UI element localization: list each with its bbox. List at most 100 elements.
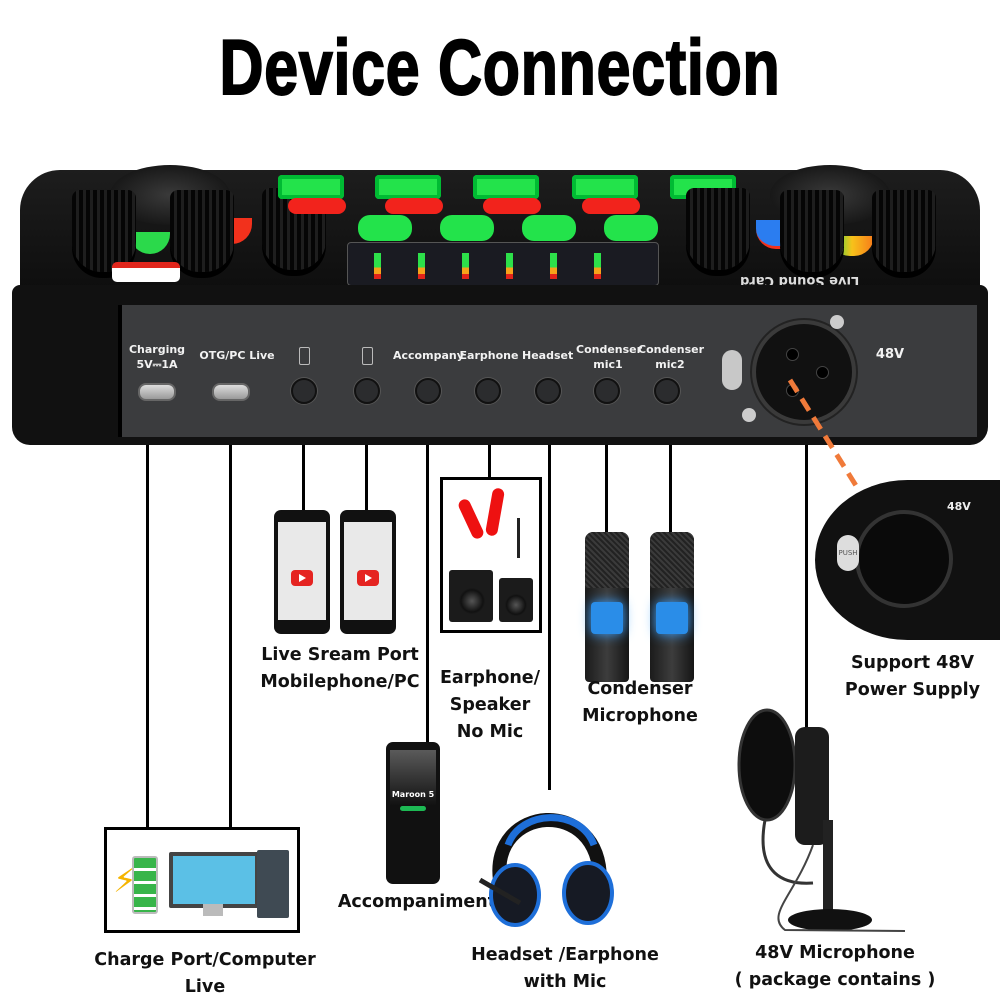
label-line: Earphone/ bbox=[439, 668, 541, 688]
mode-button-1[interactable] bbox=[358, 215, 412, 241]
mode-button-4[interactable] bbox=[604, 215, 658, 241]
smartphone-live-1 bbox=[274, 510, 330, 634]
line-48v-mic bbox=[805, 445, 808, 727]
play-button-icon[interactable] bbox=[400, 806, 426, 811]
label-line: 48V Microphone bbox=[755, 943, 915, 963]
port-label-mic1: Condenser mic1 bbox=[576, 342, 643, 372]
usb-c-port-charging[interactable] bbox=[138, 383, 176, 401]
label-line: Speaker bbox=[449, 695, 531, 715]
monitor-icon bbox=[169, 852, 259, 908]
port-label-otg: OTG/PC Live bbox=[199, 349, 275, 362]
knob-1[interactable] bbox=[72, 190, 136, 272]
label-earphone-speaker: Earphone/ Speaker No Mic bbox=[430, 665, 550, 746]
label-line: ( package contains ) bbox=[734, 970, 936, 990]
level-meter-display bbox=[347, 242, 659, 286]
jack-mic1[interactable] bbox=[594, 378, 620, 404]
mode-button-2[interactable] bbox=[440, 215, 494, 241]
screw-icon bbox=[742, 408, 756, 422]
gooseneck bbox=[761, 819, 814, 885]
label-line: Microphone bbox=[582, 706, 698, 726]
jack-phone1[interactable] bbox=[291, 378, 317, 404]
label-line: with Mic bbox=[523, 972, 607, 992]
usb-c-port-otg[interactable] bbox=[212, 383, 250, 401]
label-condenser: Condenser Microphone bbox=[560, 676, 720, 730]
phone-icon bbox=[299, 347, 310, 365]
line-otg bbox=[229, 445, 232, 828]
xlr-push-latch[interactable] bbox=[722, 350, 742, 390]
jack-phone2[interactable] bbox=[354, 378, 380, 404]
knob-4[interactable] bbox=[686, 188, 750, 270]
label-line: Power Supply bbox=[844, 680, 981, 700]
effect-button-2[interactable] bbox=[375, 175, 441, 199]
red-pad-1[interactable] bbox=[288, 198, 346, 214]
jack-headset[interactable] bbox=[535, 378, 561, 404]
label-line: Mobilephone/PC bbox=[260, 672, 420, 692]
screw-icon bbox=[830, 315, 844, 329]
phone-screen bbox=[344, 522, 392, 620]
knob-5[interactable] bbox=[780, 190, 844, 272]
label-48v-mic: 48V Microphone ( package contains ) bbox=[720, 940, 950, 994]
label-line: Live bbox=[184, 977, 226, 997]
label-support-48v: Support 48V Power Supply bbox=[825, 650, 1000, 704]
label-live-stream: Live Sream Port Mobilephone/PC bbox=[240, 642, 440, 696]
effect-button-3[interactable] bbox=[473, 175, 539, 199]
gaming-headset-icon bbox=[478, 812, 614, 927]
port-label-mic2: Condenser mic2 bbox=[638, 342, 705, 372]
port-label-line: 5V⎓1A bbox=[136, 358, 178, 371]
computer-charge-box: ⚡ bbox=[104, 827, 300, 933]
line-mic1 bbox=[605, 445, 608, 537]
port-label-line: Charging bbox=[128, 343, 186, 356]
port-label-line: Condenser bbox=[638, 343, 705, 356]
page-title: Device Connection bbox=[219, 23, 781, 111]
meter-bar bbox=[418, 253, 425, 279]
power-button[interactable] bbox=[112, 262, 180, 282]
jack-mic2[interactable] bbox=[654, 378, 680, 404]
label-line: Condenser bbox=[587, 679, 693, 699]
line-phone2 bbox=[365, 445, 368, 511]
earphone-speaker-box bbox=[440, 477, 542, 633]
mic-shock-mount bbox=[656, 602, 688, 634]
effect-button-1[interactable] bbox=[278, 175, 344, 199]
port-label-headset: Headset bbox=[522, 349, 574, 362]
meter-bar bbox=[550, 253, 557, 279]
knob-6[interactable] bbox=[872, 190, 936, 272]
ear-cup-right bbox=[562, 861, 614, 925]
knob-2[interactable] bbox=[170, 190, 234, 272]
meter-bar bbox=[594, 253, 601, 279]
line-phone1 bbox=[302, 445, 305, 511]
red-pad-4[interactable] bbox=[582, 198, 640, 214]
mic-grill bbox=[585, 532, 629, 588]
mic-stand-pole bbox=[823, 820, 833, 920]
accompaniment-phone: Maroon 5 bbox=[386, 742, 440, 884]
mic-grill bbox=[650, 532, 694, 588]
label-accompaniment: Accompaniment bbox=[337, 892, 497, 912]
effect-button-4[interactable] bbox=[572, 175, 638, 199]
battery-icon bbox=[132, 856, 158, 914]
port-label-line: Condenser bbox=[576, 343, 643, 356]
meter-bar bbox=[462, 253, 469, 279]
phone-screen bbox=[278, 522, 326, 620]
xlr-pin bbox=[816, 366, 829, 379]
youtube-icon bbox=[357, 570, 379, 586]
port-label-line: mic2 bbox=[655, 358, 685, 371]
label-headset: Headset /Earphone with Mic bbox=[455, 942, 675, 996]
label-line: Headset /Earphone bbox=[471, 945, 659, 965]
mic-stand-base bbox=[788, 909, 872, 931]
boom-mic bbox=[478, 877, 522, 906]
port-label-earphone: Earphone bbox=[459, 349, 519, 362]
red-pad-3[interactable] bbox=[483, 198, 541, 214]
led-ring-green bbox=[130, 232, 170, 254]
headband-accent bbox=[504, 814, 598, 847]
port-label-charging: Charging 5V⎓1A bbox=[125, 342, 189, 372]
line-charging bbox=[146, 445, 149, 828]
monitor-stand bbox=[203, 904, 223, 916]
mode-button-3[interactable] bbox=[522, 215, 576, 241]
speaker-left-icon bbox=[449, 570, 493, 622]
mic-cable bbox=[777, 844, 906, 932]
studio-microphone-icon bbox=[737, 708, 906, 932]
sound-card-controls: Live Sound Card bbox=[0, 0, 1000, 300]
jack-accompany[interactable] bbox=[415, 378, 441, 404]
red-pad-2[interactable] bbox=[385, 198, 443, 214]
jack-earphone[interactable] bbox=[475, 378, 501, 404]
smartphone-live-2 bbox=[340, 510, 396, 634]
